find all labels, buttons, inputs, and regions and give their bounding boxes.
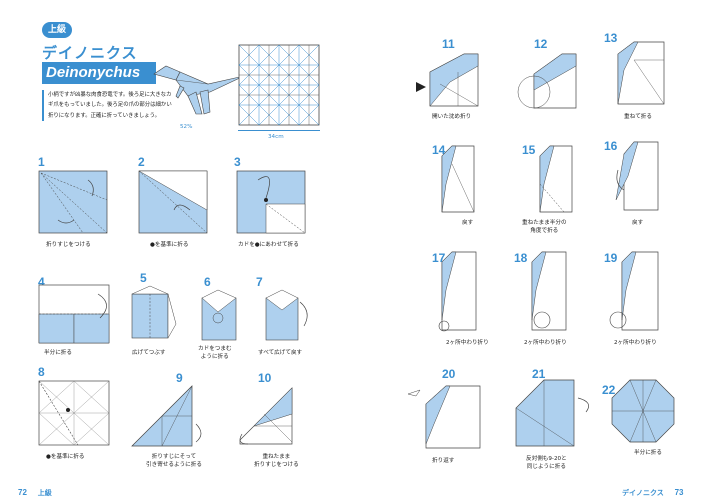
step-11-arrow-icon xyxy=(416,82,426,92)
step-22-number: 22 xyxy=(602,383,616,397)
step-15-number: 15 xyxy=(522,143,536,157)
step-13-diagram xyxy=(616,40,666,106)
page-number-right: 73 xyxy=(674,488,684,497)
step-20-caption: 折り返す xyxy=(432,458,455,464)
step-19-number: 19 xyxy=(604,251,618,265)
footer-left-label: 上級 xyxy=(37,489,52,497)
step-2-number: 2 xyxy=(138,155,145,169)
step-21-caption: 反対側も9-20と 同じように折る xyxy=(526,456,567,470)
step-17-caption: 2ヶ所中わり折り xyxy=(446,340,489,346)
paper-size-dimension xyxy=(238,130,320,131)
step-9-number: 9 xyxy=(176,371,183,385)
step-6-number: 6 xyxy=(204,275,211,289)
step-21-diagram xyxy=(514,378,598,448)
step-8-diagram xyxy=(38,380,110,446)
step-19-diagram xyxy=(608,250,660,332)
step-22-caption: 半分に折る xyxy=(634,450,662,456)
step-11-number: 11 xyxy=(442,37,455,51)
step-9-diagram xyxy=(130,384,210,448)
footer-right-label: デイノニクス xyxy=(622,489,664,497)
step-18-caption: 2ヶ所中わり折り xyxy=(524,340,567,346)
step-5-caption: 広げてつぶす xyxy=(132,350,166,356)
step-3-caption: カドを●にあわせて折る xyxy=(238,242,299,248)
step-8-caption: ●を基準に折る xyxy=(46,454,85,460)
step-3-diagram xyxy=(236,170,306,234)
footer-right: デイノニクス 73 xyxy=(622,488,684,498)
step-14-number: 14 xyxy=(432,143,446,157)
step-7-diagram xyxy=(260,288,310,342)
step-18-diagram xyxy=(520,250,568,332)
step-21-number: 21 xyxy=(532,367,546,381)
step-13-caption: 重ねて折る xyxy=(624,114,652,120)
step-10-diagram xyxy=(234,384,310,448)
step-2-caption: ●を基準に折る xyxy=(150,242,189,248)
step-16-diagram xyxy=(614,140,660,212)
step-13-number: 13 xyxy=(604,31,618,45)
step-20-diagram xyxy=(406,384,482,450)
step-22-diagram xyxy=(610,378,676,444)
step-4-caption: 半分に折る xyxy=(44,350,72,356)
step-10-number: 10 xyxy=(258,371,272,385)
step-7-caption: すべて広げて戻す xyxy=(258,350,303,356)
step-1-number: 1 xyxy=(38,155,45,169)
step-10-caption: 重ねたまま 折りすじをつける xyxy=(254,454,299,468)
step-12-diagram xyxy=(514,50,578,112)
step-16-caption: 戻す xyxy=(632,220,644,226)
step-9-caption: 折りすじにそって 引き寄せるように折る xyxy=(146,454,202,468)
page-title-en: Deinonychus xyxy=(42,62,156,84)
page-title-jp: デイノニクス xyxy=(42,44,138,62)
crease-pattern xyxy=(238,44,320,126)
step-20-number: 20 xyxy=(442,367,456,381)
step-12-number: 12 xyxy=(534,37,548,51)
step-17-number: 17 xyxy=(432,251,446,265)
step-5-number: 5 xyxy=(140,271,147,285)
step-5-diagram xyxy=(126,284,178,344)
step-4-number: 4 xyxy=(38,275,45,289)
step-1-caption: 折りすじをつける xyxy=(46,242,91,248)
step-18-number: 18 xyxy=(514,251,528,265)
step-8-number: 8 xyxy=(38,365,45,379)
step-3-number: 3 xyxy=(234,155,241,169)
step-4-diagram xyxy=(38,284,110,344)
step-17-diagram xyxy=(436,250,478,332)
step-6-diagram xyxy=(196,288,244,342)
step-6-caption: カドをつまむ ように折る xyxy=(198,346,232,360)
step-14-diagram xyxy=(436,144,476,214)
page-number-left: 72 xyxy=(18,488,27,497)
level-badge: 上級 xyxy=(42,22,72,38)
scale-label: 52% xyxy=(180,124,193,130)
dinosaur-illustration xyxy=(150,52,246,126)
step-11-diagram xyxy=(428,52,480,108)
step-14-caption: 戻す xyxy=(462,220,474,226)
step-15-diagram xyxy=(534,144,574,214)
step-7-number: 7 xyxy=(256,275,263,289)
step-2-diagram xyxy=(138,170,208,234)
step-19-caption: 2ヶ所中わり折り xyxy=(614,340,657,346)
intro-text: 小柄ですが凶暴な肉食恐竜です。後ろ足に大きなカギ爪をもっていました。後ろ足の爪の… xyxy=(42,90,174,121)
step-16-number: 16 xyxy=(604,139,618,153)
paper-size-label: 34cm xyxy=(268,134,284,140)
step-1-diagram xyxy=(38,170,108,234)
footer-left: 72 上級 xyxy=(18,488,52,498)
step-11-caption: 開いた沈め折り xyxy=(432,114,472,120)
step-15-caption: 重ねたまま半分の 角度で折る xyxy=(522,220,567,234)
